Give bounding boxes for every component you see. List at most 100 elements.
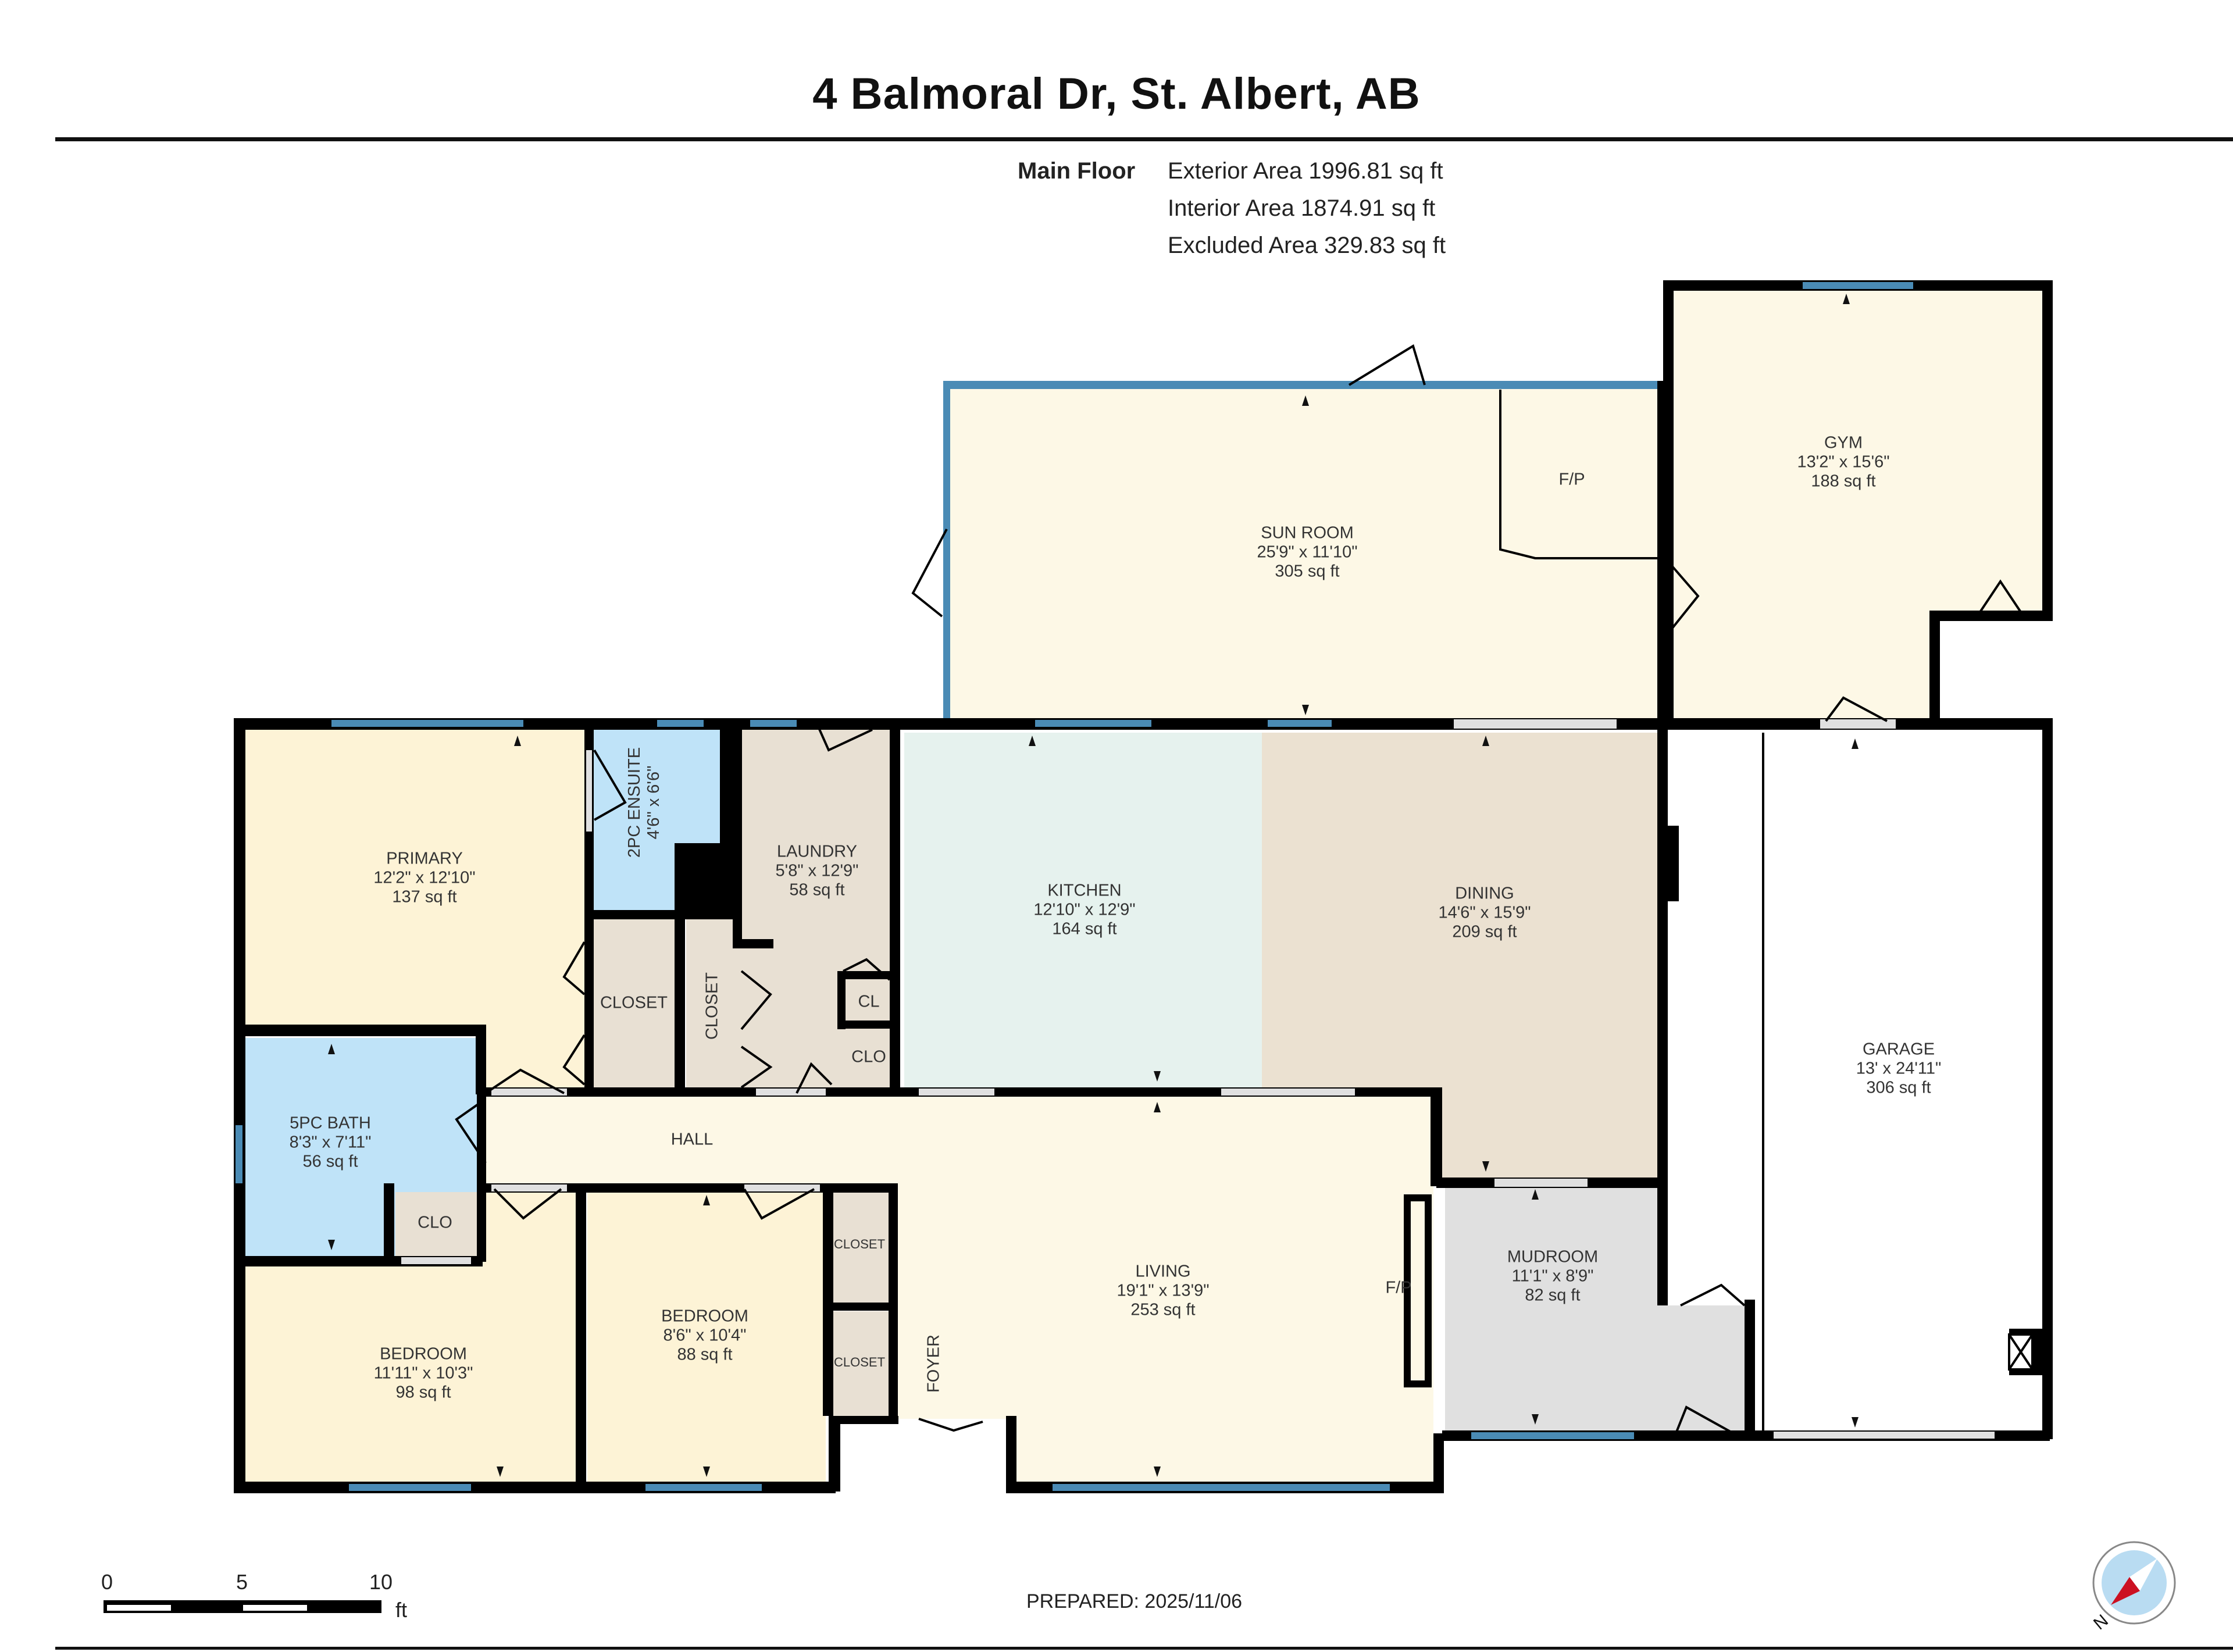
room-kitchen: KITCHEN 12'10" x 12'9" 164 sq ft xyxy=(1033,882,1135,939)
closet-vertical-floor xyxy=(686,919,741,1093)
room-garage: GARAGE 13' x 24'11" 306 sq ft xyxy=(1856,1040,1942,1098)
bedroom1-floor xyxy=(244,1265,582,1486)
room-laundry: LAUNDRY 5'8" x 12'9" 58 sq ft xyxy=(776,843,859,900)
room-name: MUDROOM xyxy=(1507,1247,1599,1266)
room-dimensions: 19'1" x 13'9" xyxy=(1116,1281,1210,1300)
room-dimensions: 12'10" x 12'9" xyxy=(1033,900,1136,919)
foyer-label: FOYER xyxy=(924,1335,943,1393)
door-swings xyxy=(455,344,2025,1437)
room-name: 5PC BATH xyxy=(290,1114,371,1133)
living-lower-floor xyxy=(1015,1416,1433,1489)
room-dimensions: 14'6" x 15'9" xyxy=(1438,903,1531,922)
walls xyxy=(234,280,2053,1493)
room-dining: DINING 14'6" x 15'9" 209 sq ft xyxy=(1438,884,1531,942)
room-sun-room: SUN ROOM 25'9" x 11'10" 305 sq ft xyxy=(1257,524,1357,581)
interior-area: Interior Area 1874.91 sq ft xyxy=(1168,195,1436,221)
room-dimensions: 5'8" x 12'9" xyxy=(775,861,859,880)
hall-floor xyxy=(483,1096,1436,1183)
room-dimensions: 8'6" x 10'4" xyxy=(663,1326,747,1345)
room-fills xyxy=(241,288,2047,1489)
floor-label: Main Floor xyxy=(1018,158,1136,184)
bedroom-closet-upper-label: CLOSET xyxy=(833,1237,886,1251)
bath-clo-label: CLO xyxy=(418,1213,452,1232)
room-name: SUN ROOM xyxy=(1261,523,1354,543)
bedroom-closet-lower-floor xyxy=(832,1311,890,1416)
room-dimensions: 11'1" x 8'9" xyxy=(1511,1266,1594,1286)
room-name: PRIMARY xyxy=(386,849,463,868)
mudroom-floor xyxy=(1445,1183,1666,1439)
room-name: GARAGE xyxy=(1862,1040,1935,1059)
room-mudroom: MUDROOM 11'1" x 8'9" 82 sq ft xyxy=(1507,1248,1598,1305)
laundry-floor xyxy=(740,730,897,1093)
laundry-cl-label: CL xyxy=(858,992,880,1011)
room-name: GYM xyxy=(1824,433,1863,452)
laundry-clo-label: CLO xyxy=(851,1047,886,1066)
room-name: BEDROOM xyxy=(380,1344,467,1364)
scale-tick-5: 5 xyxy=(236,1570,248,1594)
bedroom-closet-upper-floor xyxy=(832,1192,890,1303)
room-dimensions: 12'2" x 12'10" xyxy=(373,868,476,887)
bedroom1-upper-floor xyxy=(483,1183,582,1265)
room-area: 209 sq ft xyxy=(1452,922,1517,941)
room-living: LIVING 19'1" x 13'9" 253 sq ft xyxy=(1116,1262,1209,1320)
room-primary: PRIMARY 12'2" x 12'10" 137 sq ft xyxy=(373,850,475,907)
room-dimensions: 4'6" x 6'6" xyxy=(644,765,663,840)
scale-unit: ft xyxy=(395,1598,408,1622)
room-area: 56 sq ft xyxy=(302,1152,358,1171)
room-area: 253 sq ft xyxy=(1130,1300,1196,1319)
scale-bar-graphic xyxy=(104,1600,381,1613)
closet-primary-floor xyxy=(590,919,677,1093)
closet-primary-label: CLOSET xyxy=(600,993,668,1012)
footer-divider xyxy=(55,1647,2233,1650)
room-area: 88 sq ft xyxy=(677,1345,733,1364)
sunroom-fireplace-label: F/P xyxy=(1558,470,1585,489)
room-dimensions: 13' x 24'11" xyxy=(1856,1059,1942,1078)
bedroom-closet-lower-label: CLOSET xyxy=(833,1355,886,1369)
page-title: 4 Balmoral Dr, St. Albert, AB xyxy=(812,69,1421,119)
room-bedroom-2: BEDROOM 8'6" x 10'4" 88 sq ft xyxy=(661,1307,748,1365)
compass-icon: N xyxy=(2090,1541,2176,1633)
scale-tick-10: 10 xyxy=(369,1570,393,1594)
title-divider xyxy=(55,137,2233,141)
room-dimensions: 11'11" x 10'3" xyxy=(373,1364,473,1383)
room-area: 58 sq ft xyxy=(789,880,845,900)
room-name: LAUNDRY xyxy=(776,842,858,861)
room-name: 2PC ENSUITE xyxy=(625,747,644,858)
excluded-area: Excluded Area 329.83 sq ft xyxy=(1168,233,1446,258)
hall-label: HALL xyxy=(670,1130,714,1149)
room-area: 82 sq ft xyxy=(1525,1286,1581,1305)
room-area: 98 sq ft xyxy=(395,1383,451,1402)
room-5pc-bath: 5PC BATH 8'3" x 7'11" 56 sq ft xyxy=(290,1114,372,1172)
exterior-area: Exterior Area 1996.81 sq ft xyxy=(1168,158,1443,184)
room-dimensions: 13'2" x 15'6" xyxy=(1797,452,1890,472)
room-area: 164 sq ft xyxy=(1052,919,1117,939)
room-name: BEDROOM xyxy=(661,1307,748,1326)
primary-floor xyxy=(241,730,590,1029)
room-dimensions: 25'9" x 11'10" xyxy=(1257,543,1358,562)
room-bedroom-1: BEDROOM 11'11" x 10'3" 98 sq ft xyxy=(374,1345,473,1403)
prepared-date: PREPARED: 2025/11/06 xyxy=(1026,1590,1243,1612)
bath-closet-floor xyxy=(395,1192,477,1259)
scale-tick-0: 0 xyxy=(101,1570,113,1594)
garage-vent-icon xyxy=(2008,1333,2034,1371)
living-fireplace-label: F/P xyxy=(1385,1278,1412,1297)
room-name: LIVING xyxy=(1135,1262,1191,1281)
bedroom2-floor xyxy=(587,1192,826,1486)
sun-room-floor xyxy=(948,387,1664,721)
scale-bar: 0 5 10 ft xyxy=(99,1570,425,1634)
room-dimensions: 8'3" x 7'11" xyxy=(289,1133,372,1152)
room-area: 305 sq ft xyxy=(1275,562,1340,581)
room-area: 306 sq ft xyxy=(1866,1078,1931,1097)
foyer-floor xyxy=(896,1303,1015,1419)
room-gym: GYM 13'2" x 15'6" 188 sq ft xyxy=(1797,434,1889,491)
room-area: 188 sq ft xyxy=(1811,472,1876,491)
area-list: Exterior Area 1996.81 sq ft Interior Are… xyxy=(1168,152,1446,264)
mudroom-ext-floor xyxy=(1666,1305,1747,1439)
measurement-arrows xyxy=(328,294,1859,1477)
kitchen-floor xyxy=(904,733,1262,1093)
room-area: 137 sq ft xyxy=(392,887,457,907)
room-ensuite: 2PC ENSUITE 4'6" x 6'6" xyxy=(625,747,664,858)
closet-vertical-label: CLOSET xyxy=(702,972,722,1040)
room-name: DINING xyxy=(1455,884,1514,903)
